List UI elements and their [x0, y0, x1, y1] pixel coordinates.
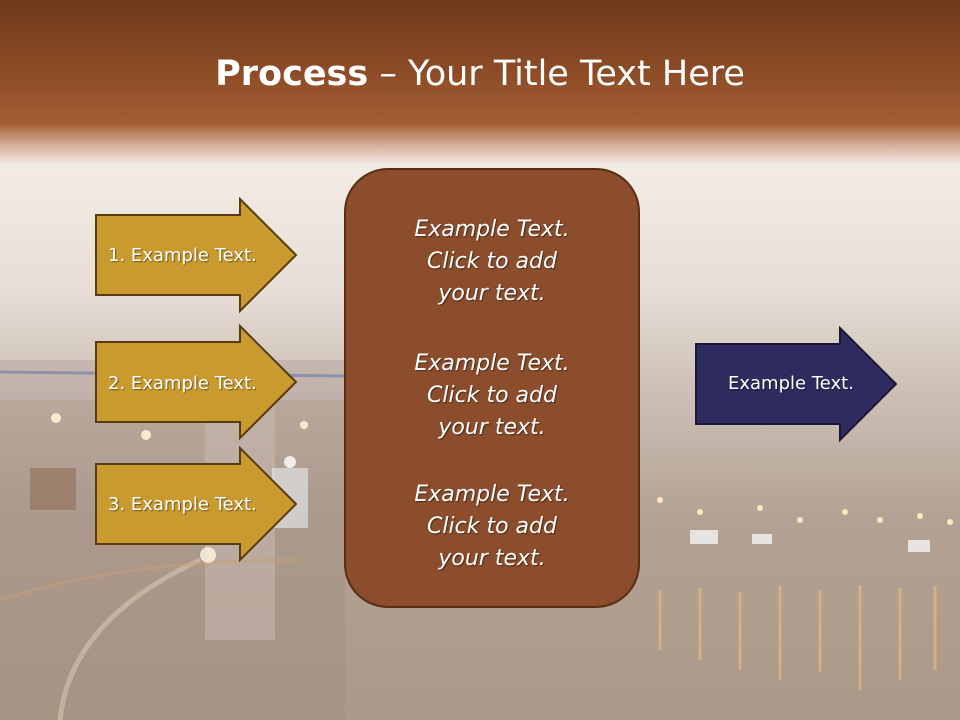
slide-title: Process – Your Title Text Here	[0, 52, 960, 96]
left-arrow-2-label: 2. Example Text.	[108, 373, 257, 394]
center-text-block-1: Example Text. Click to add your text.	[346, 214, 638, 310]
center-text-box: Example Text. Click to add your text. Ex…	[344, 168, 640, 608]
block-3-line-3: your text.	[438, 546, 546, 571]
left-arrow-1-label: 1. Example Text.	[108, 245, 257, 266]
title-dash: –	[368, 54, 408, 94]
center-text-block-2: Example Text. Click to add your text.	[346, 348, 638, 444]
block-3-line-1: Example Text.	[414, 482, 570, 507]
block-1-line-2: Click to add	[427, 249, 557, 274]
block-3-line-2: Click to add	[427, 514, 557, 539]
title-bold: Process	[215, 54, 369, 94]
block-1-line-1: Example Text.	[414, 217, 570, 242]
title-band	[0, 0, 960, 165]
left-arrow-3	[95, 446, 298, 563]
block-1-line-3: your text.	[438, 281, 546, 306]
right-arrow	[695, 326, 898, 443]
block-2-line-2: Click to add	[427, 383, 557, 408]
block-2-line-1: Example Text.	[414, 351, 570, 376]
block-2-line-3: your text.	[438, 415, 546, 440]
title-rest: Your Title Text Here	[407, 54, 745, 94]
left-arrow-2	[95, 324, 298, 441]
center-text-block-3: Example Text. Click to add your text.	[346, 479, 638, 575]
right-arrow-label: Example Text.	[728, 373, 854, 394]
left-arrow-1	[95, 197, 298, 314]
left-arrow-3-label: 3. Example Text.	[108, 494, 257, 515]
